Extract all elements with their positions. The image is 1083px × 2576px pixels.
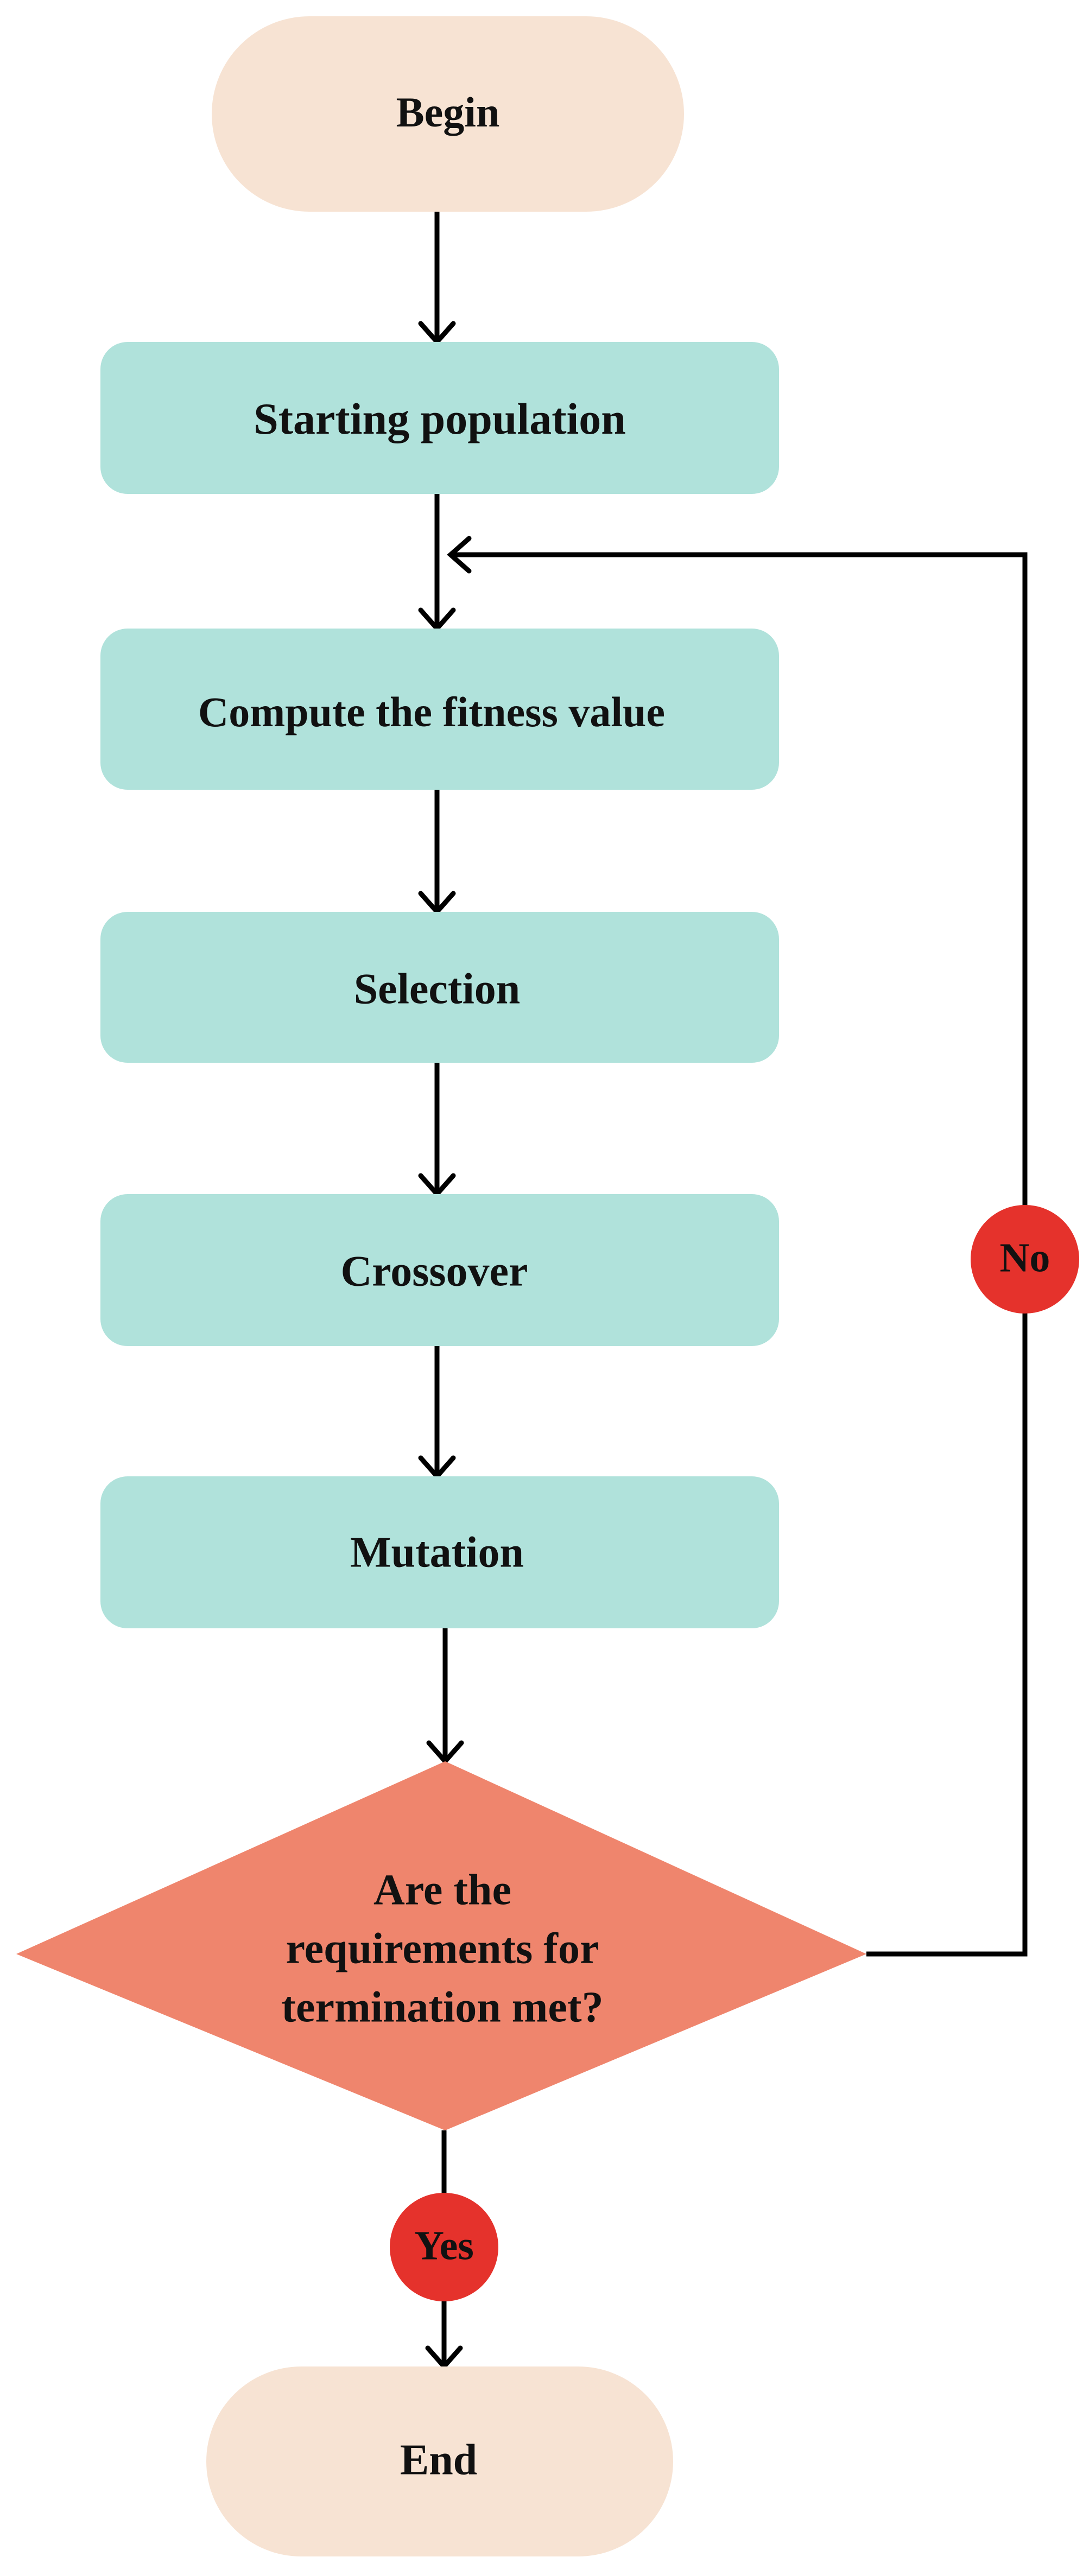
decision-label-line-2: requirements for xyxy=(286,1925,599,1972)
node-decision: Are the requirements for termination met… xyxy=(16,1761,866,2130)
begin-shape xyxy=(212,16,684,212)
node-compute-fitness: Compute the fitness value xyxy=(100,629,779,790)
node-starting-population: Starting population xyxy=(100,342,779,494)
begin-label: Begin xyxy=(396,88,500,136)
decision-shape xyxy=(16,1761,866,2130)
end-label: End xyxy=(400,2436,477,2484)
mutation-shape xyxy=(100,1476,779,1628)
crossover-label: Crossover xyxy=(340,1247,528,1295)
mutation-label: Mutation xyxy=(350,1528,524,1576)
badge-yes-label: Yes xyxy=(414,2223,474,2268)
starting-population-shape xyxy=(100,342,779,494)
decision-label-line-3: termination met? xyxy=(281,1983,603,2031)
badge-yes-circle xyxy=(390,2193,498,2301)
node-end: End xyxy=(206,2366,673,2556)
crossover-shape xyxy=(100,1194,779,1346)
badge-no-circle xyxy=(971,1205,1079,1314)
badge-no-label: No xyxy=(1000,1235,1050,1280)
node-begin: Begin xyxy=(212,16,684,212)
starting-population-label: Starting population xyxy=(254,394,626,443)
badge-no: No xyxy=(971,1205,1079,1314)
end-shape xyxy=(206,2366,673,2556)
compute-fitness-label: Compute the fitness value xyxy=(198,688,665,735)
arrowhead-feedback-loop xyxy=(447,536,472,574)
node-mutation: Mutation xyxy=(100,1476,779,1628)
node-selection: Selection xyxy=(100,912,779,1063)
node-crossover: Crossover xyxy=(100,1194,779,1346)
badge-yes: Yes xyxy=(390,2193,498,2301)
selection-label: Selection xyxy=(354,965,521,1013)
compute-fitness-shape xyxy=(100,629,779,790)
selection-shape xyxy=(100,912,779,1063)
decision-label-line-1: Are the xyxy=(373,1866,511,1914)
